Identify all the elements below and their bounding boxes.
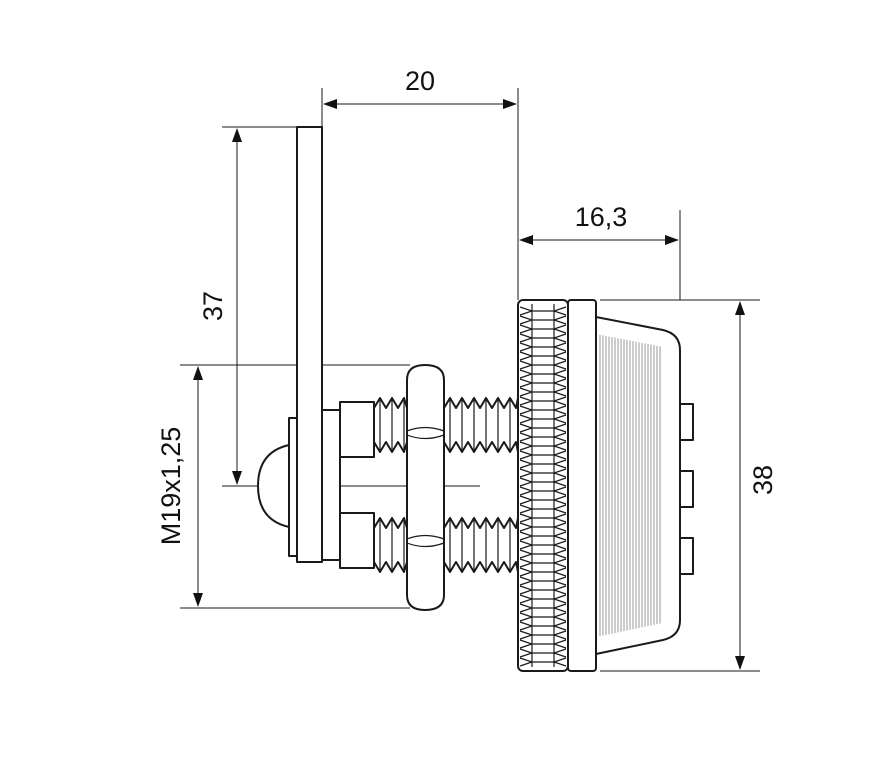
washer-lower [339,512,375,569]
spacer [321,409,341,561]
dimension-38: 38 [600,299,778,672]
dimension-label-16-3: 16,3 [575,202,628,232]
spindle-dome [257,444,290,528]
dimension-20: 20 [321,66,519,300]
dimension-label-38: 38 [748,465,778,495]
threaded-shank [373,397,519,573]
knurled-ring [517,299,569,672]
dimension-label-20: 20 [405,66,435,96]
dial-housing [595,316,681,655]
thread-row [443,517,519,573]
dial-button-3 [679,537,694,575]
spindle-collar [288,417,298,557]
dimension-label-thread: M19x1,25 [156,427,186,546]
dial-button-2 [679,470,694,508]
dimension-thread: M19x1,25 [156,364,410,609]
lock-body [257,126,694,672]
dimension-16-3: 16,3 [519,202,681,300]
thread-row [443,397,519,453]
cam-plate [296,126,323,563]
front-flange [567,299,597,672]
dimension-label-37: 37 [198,291,228,321]
washer-upper [339,401,375,458]
thread-row [373,397,408,453]
thread-row [373,517,408,573]
hex-nut [406,364,445,611]
dial-button-1 [679,403,694,441]
